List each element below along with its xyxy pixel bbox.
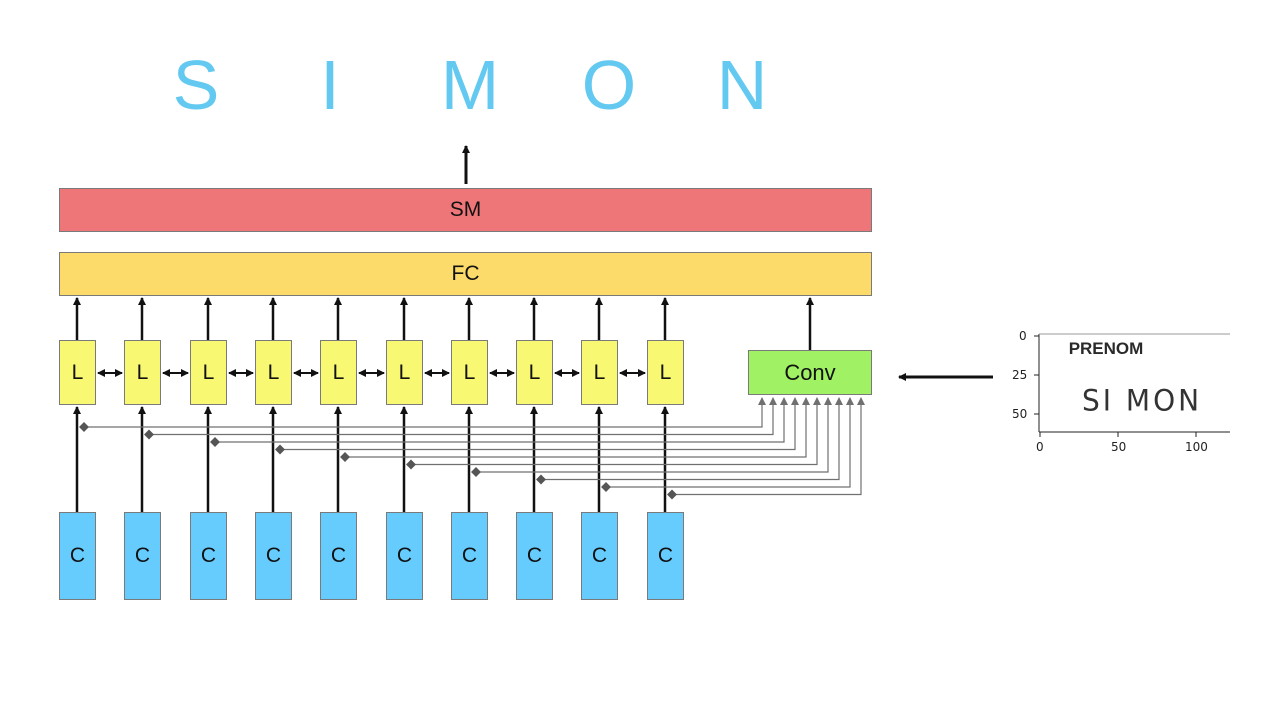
x-tick: 0 <box>1036 440 1044 454</box>
skip-connection <box>345 397 810 458</box>
lstm-cell: L <box>124 340 161 405</box>
lstm-label: L <box>332 360 345 384</box>
cnn-cell: C <box>647 512 684 600</box>
cnn-label: C <box>200 544 217 567</box>
lstm-cell: L <box>320 340 357 405</box>
cnn-label: C <box>330 544 347 567</box>
lstm-cell: L <box>581 340 618 405</box>
diamond-icon <box>144 429 154 440</box>
cnn-cell: C <box>190 512 227 600</box>
lstm-label: L <box>398 360 411 384</box>
fully-connected-layer: FC <box>59 252 872 296</box>
y-tick: 0 <box>1019 329 1027 343</box>
cnn-label: C <box>134 544 151 567</box>
y-tick: 25 <box>1012 368 1028 382</box>
cnn-label: C <box>396 544 413 567</box>
cnn-label: C <box>265 544 282 567</box>
skip-connection <box>672 397 865 496</box>
lstm-label: L <box>659 360 672 384</box>
diamond-icon <box>406 459 416 470</box>
output-letter: N <box>716 46 768 124</box>
skip-connection <box>541 397 843 481</box>
lstm-cell: L <box>59 340 96 405</box>
x-tick: 50 <box>1111 440 1127 454</box>
conv-block: Conv <box>748 350 872 395</box>
cnn-cell: C <box>516 512 553 600</box>
diamond-icon <box>601 482 611 492</box>
skip-connection <box>149 397 777 436</box>
lstm-label: L <box>463 360 476 384</box>
fc-label: FC <box>451 262 480 285</box>
skip-connection <box>215 397 788 443</box>
cnn-label: C <box>657 544 674 567</box>
lstm-label: L <box>528 360 541 384</box>
diamond-icon <box>471 467 481 477</box>
lstm-label: L <box>267 360 280 384</box>
cnn-cell: C <box>124 512 161 600</box>
conv-label: Conv <box>784 359 836 385</box>
cnn-cell: C <box>320 512 357 600</box>
cnn-cell: C <box>581 512 618 600</box>
cnn-cell: C <box>451 512 488 600</box>
output-letter: M <box>440 46 500 124</box>
lstm-label: L <box>71 360 84 384</box>
cnn-cell: C <box>59 512 96 600</box>
output-letter: I <box>320 46 340 124</box>
image-title: PRENOM <box>1068 339 1144 358</box>
diamond-icon <box>275 444 285 455</box>
cnn-cell: C <box>386 512 423 600</box>
lstm-cell: L <box>516 340 553 405</box>
handwritten-text: SI MON <box>1082 383 1203 418</box>
diamond-icon <box>536 474 546 485</box>
diamond-icon <box>667 489 677 500</box>
cnn-label: C <box>591 544 608 567</box>
skip-connection <box>606 397 854 488</box>
skip-connection <box>411 397 821 466</box>
x-tick: 100 <box>1185 440 1208 454</box>
lstm-cell: L <box>647 340 684 405</box>
softmax-layer: SM <box>59 188 872 232</box>
output-letter: S <box>172 46 220 124</box>
skip-connection <box>476 397 832 473</box>
lstm-label: L <box>136 360 149 384</box>
lstm-label: L <box>593 360 606 384</box>
output-letter: O <box>581 46 637 124</box>
cnn-label: C <box>69 544 86 567</box>
diamond-icon <box>210 437 220 447</box>
cnn-label: C <box>461 544 478 567</box>
lstm-cell: L <box>255 340 292 405</box>
lstm-label: L <box>202 360 215 384</box>
y-tick: 50 <box>1012 407 1028 421</box>
lstm-cell: L <box>190 340 227 405</box>
cnn-cell: C <box>255 512 292 600</box>
diamond-icon <box>79 422 89 432</box>
cnn-label: C <box>526 544 543 567</box>
skip-connection <box>280 397 799 451</box>
diamond-icon <box>340 452 350 462</box>
lstm-cell: L <box>386 340 423 405</box>
lstm-cell: L <box>451 340 488 405</box>
skip-connection <box>84 397 766 428</box>
softmax-label: SM <box>449 198 482 221</box>
